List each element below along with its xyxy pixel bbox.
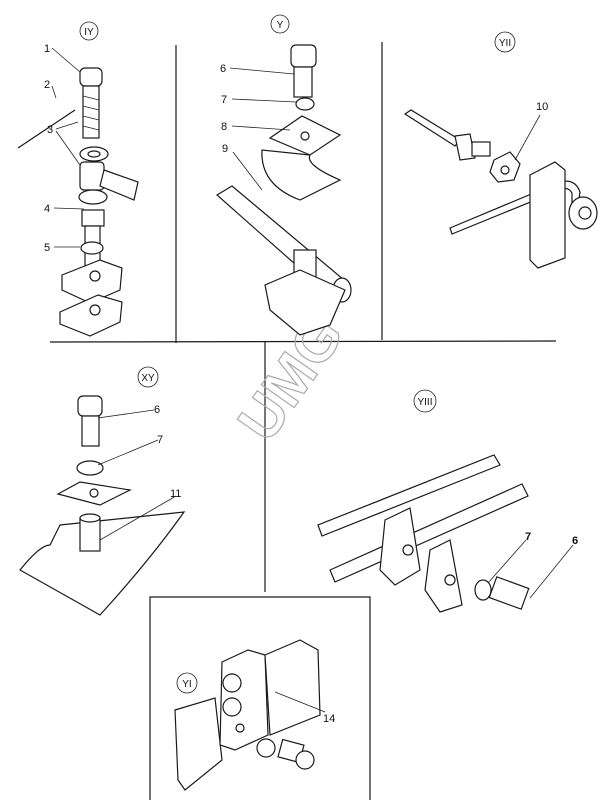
section-label: XY xyxy=(141,373,155,384)
callout-7: 7 xyxy=(221,94,227,106)
callout-6: 6 xyxy=(220,63,226,75)
callout-1: 1 xyxy=(44,43,50,55)
section-yii: YII xyxy=(494,31,516,53)
divider-lines xyxy=(49,42,557,800)
assembly-iy: 1 2 3 4 5 xyxy=(17,43,139,337)
section-yi: YI xyxy=(176,672,198,694)
assembly-yii: 10 xyxy=(403,101,598,269)
section-label: Y xyxy=(277,20,284,31)
callout-11: 11 xyxy=(170,488,181,500)
callout-6: 6 xyxy=(154,404,160,416)
callout-5: 5 xyxy=(44,242,50,254)
section-yiii: YIII xyxy=(413,389,437,413)
callout-8: 8 xyxy=(221,121,227,133)
section-label: IY xyxy=(84,27,94,38)
callout-10: 10 xyxy=(536,101,548,113)
callout-6: 6 xyxy=(572,535,578,547)
section-label: YI xyxy=(182,679,191,690)
callout-14: 14 xyxy=(323,713,335,725)
section-label: YII xyxy=(499,38,511,49)
callout-7: 7 xyxy=(157,434,163,446)
section-y: Y xyxy=(270,14,290,34)
callout-2: 2 xyxy=(44,79,50,91)
callout-4: 4 xyxy=(44,203,50,215)
assembly-xy: 6 7 11 xyxy=(19,395,186,616)
assembly-y: 6 7 8 9 xyxy=(215,44,352,336)
section-iy: IY xyxy=(79,21,99,41)
callout-7: 7 xyxy=(525,531,531,543)
assembly-yiii: 7 6 xyxy=(317,454,578,613)
section-label: YIII xyxy=(417,397,432,408)
callout-9: 9 xyxy=(222,143,228,155)
callout-3: 3 xyxy=(47,124,53,136)
assembly-yi: 14 xyxy=(174,639,335,791)
section-xy: XY xyxy=(137,366,159,388)
